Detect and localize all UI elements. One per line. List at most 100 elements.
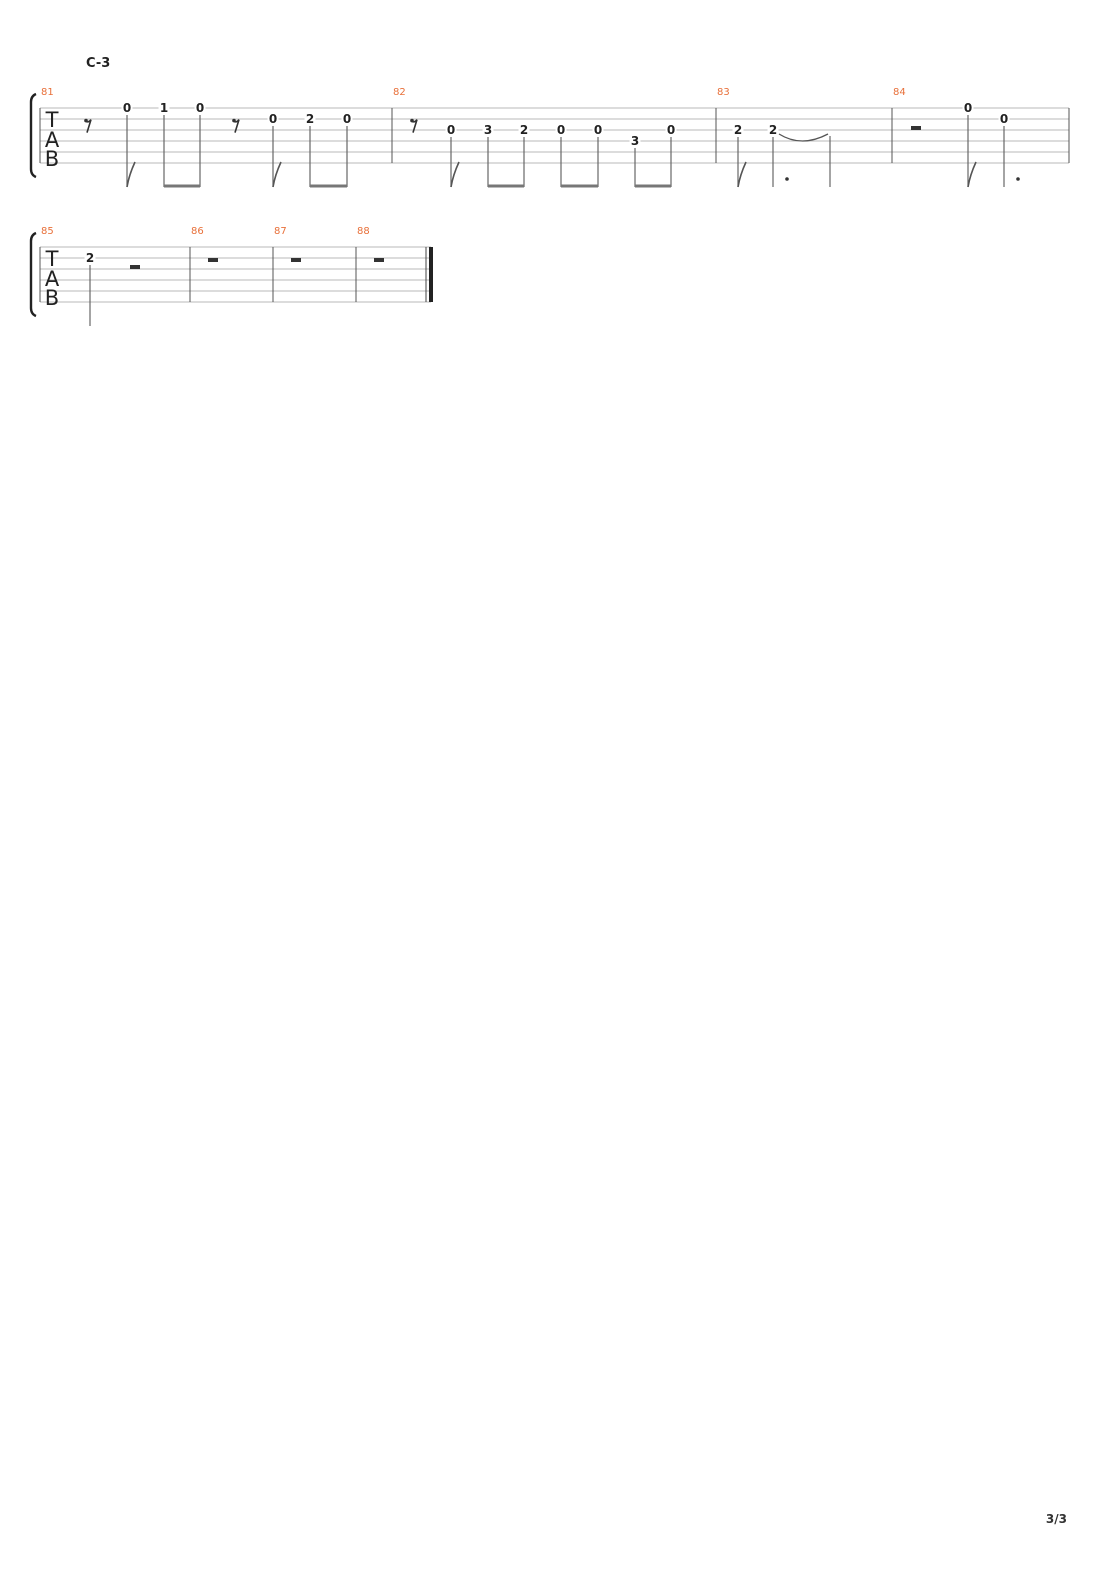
fret-backdrop [194,101,206,113]
fret-backdrop [518,123,530,135]
fret-backdrop [341,112,353,124]
fret-number: 0 [594,123,602,137]
fret-backdrop [482,123,494,135]
eighth-flag [272,161,282,188]
fret-backdrop [267,112,279,124]
tab-note: 1 [158,101,170,187]
fret-number: 2 [769,123,777,137]
fret-backdrop [998,112,1010,124]
tab-note: 0 [592,123,604,187]
half-rest [130,265,140,269]
tab-note: 0 [998,112,1020,187]
tab-note: 0 [665,123,677,187]
measure: 86 [191,226,274,302]
measure-number: 82 [393,87,406,98]
fret-number: 0 [447,123,455,137]
section-label: C-3 [86,56,110,71]
eighth-flag [737,161,747,188]
page-number: 3/3 [1046,1512,1067,1526]
whole-rest [374,258,384,262]
measure-number: 83 [717,87,730,98]
fret-backdrop [767,123,779,135]
tab-clef-letter: B [45,286,59,310]
whole-rest [208,258,218,262]
measure: 87 [274,226,357,302]
measure: 81 0 1 0 0 2 0 [41,87,393,188]
tab-note: 0 [962,101,977,188]
tab-note: 2 [767,123,789,187]
tab-note: 2 [518,123,530,187]
tab-note: 3 [482,123,494,187]
fret-backdrop [592,123,604,135]
fret-number: 3 [631,134,639,148]
tab-note: 0 [445,123,460,188]
tab-system: TAB 81 0 1 0 0 2 0 82 0 3 2 0 0 3 0 83 2 2 84 0 0 [29,87,1070,188]
fret-backdrop [121,101,133,113]
tab-note: 2 [732,123,747,188]
tie-arc [778,133,829,142]
eighth-rest-dot [410,118,414,123]
fret-number: 3 [484,123,492,137]
measure-number: 88 [357,226,370,237]
fret-number: 0 [196,101,204,115]
fret-backdrop [732,123,744,135]
fret-number: 0 [343,112,351,126]
measure: 85 2 [41,226,191,326]
eighth-flag [967,161,977,188]
fret-backdrop [555,123,567,135]
dotted-rhythm-dot [1016,177,1020,181]
fret-number: 0 [557,123,565,137]
measure-number: 85 [41,226,54,237]
tab-note: 2 [84,251,96,326]
fret-backdrop [445,123,457,135]
tab-note: 0 [121,101,136,188]
fret-number: 2 [734,123,742,137]
tab-note: 0 [194,101,206,187]
measure: 82 0 3 2 0 0 3 0 [393,87,717,188]
measure-number: 81 [41,87,54,98]
tab-clef-letter: T [45,247,59,271]
system-bracket [29,231,37,318]
tab-note: 0 [267,112,282,188]
eighth-rest-dot [84,118,88,123]
fret-backdrop [665,123,677,135]
fret-number: 2 [520,123,528,137]
fret-number: 0 [964,101,972,115]
half-rest [911,126,921,130]
tab-clef-letter: B [45,147,59,171]
system-bracket [29,92,37,179]
measure: 84 0 0 [893,87,1070,188]
measure-number: 84 [893,87,906,98]
fret-backdrop [962,101,974,113]
measure-number: 87 [274,226,287,237]
dotted-rhythm-dot [785,177,789,181]
eighth-flag [126,161,136,188]
fret-number: 0 [1000,112,1008,126]
measure: 88 [357,226,433,302]
fret-backdrop [84,251,96,263]
fret-number: 0 [269,112,277,126]
fret-number: 0 [123,101,131,115]
tab-clef-letter: A [45,128,60,152]
measure-number: 86 [191,226,204,237]
tab-note: 0 [555,123,567,187]
fret-backdrop [629,134,641,146]
fret-backdrop [304,112,316,124]
eighth-flag [450,161,460,188]
tab-clef-letter: A [45,267,60,291]
tab-note: 2 [304,112,316,187]
eighth-rest-dot [232,118,236,123]
whole-rest [291,258,301,262]
tab-note: 0 [341,112,353,187]
fret-backdrop [158,101,170,113]
fret-number: 2 [86,251,94,265]
fret-number: 0 [667,123,675,137]
fret-number: 1 [160,101,168,115]
fret-number: 2 [306,112,314,126]
tab-clef-letter: T [45,108,59,132]
tab-system: TAB 85 2 86 87 88 [29,226,433,326]
tab-note: 3 [629,134,641,187]
measure: 83 2 2 [717,87,893,188]
